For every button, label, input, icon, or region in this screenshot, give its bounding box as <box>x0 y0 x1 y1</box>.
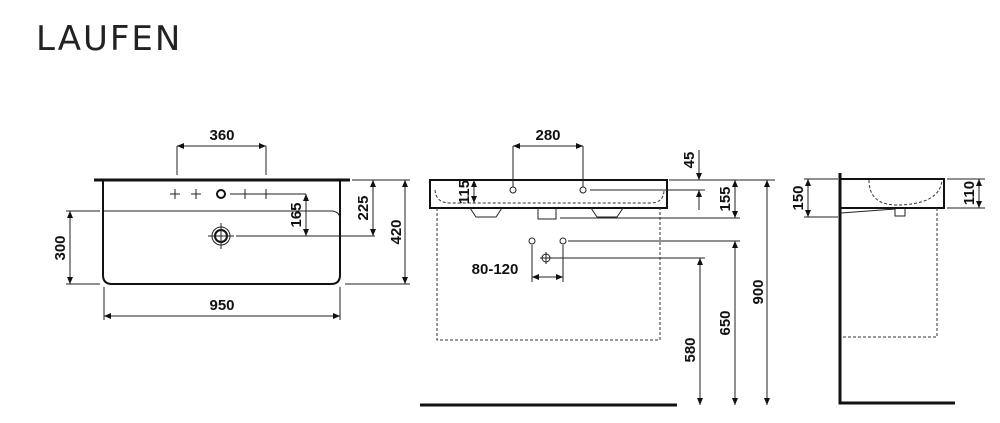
elevation-view: 280 45 155 115 80-120 900 650 580 <box>420 127 775 407</box>
dim-supply-height: 580 <box>682 337 699 362</box>
dim-supply-range: 80-120 <box>472 261 519 278</box>
dim-depth: 420 <box>388 219 405 244</box>
dim-width: 950 <box>209 297 234 314</box>
dim-inner-height: 115 <box>456 180 473 204</box>
dim-tap-to-drain: 165 <box>288 202 305 227</box>
dim-total-height: 900 <box>750 279 767 304</box>
dim-drain-height: 650 <box>717 310 734 335</box>
dim-edge-to-drain: 225 <box>355 195 372 220</box>
dim-overall-height: 150 <box>790 185 807 210</box>
profile-view: 150 110 <box>790 173 985 405</box>
wall-and-floor <box>838 173 955 405</box>
dim-tap-spacing: 360 <box>209 127 234 144</box>
front-view: 360 165 225 420 300 950 <box>52 127 410 320</box>
logo-text: LAUFEN <box>36 19 182 59</box>
faucet-hole-icon <box>216 189 226 199</box>
dim-hole-spacing: 280 <box>535 127 560 144</box>
dim-front-height: 110 <box>961 181 978 205</box>
tap-hole-markers <box>170 189 306 199</box>
dim-height-front: 155 <box>717 186 734 211</box>
laufen-logo: LAUFEN <box>36 19 182 59</box>
dim-bowl-depth: 300 <box>52 235 69 260</box>
dim-hole-offset: 45 <box>681 152 698 169</box>
